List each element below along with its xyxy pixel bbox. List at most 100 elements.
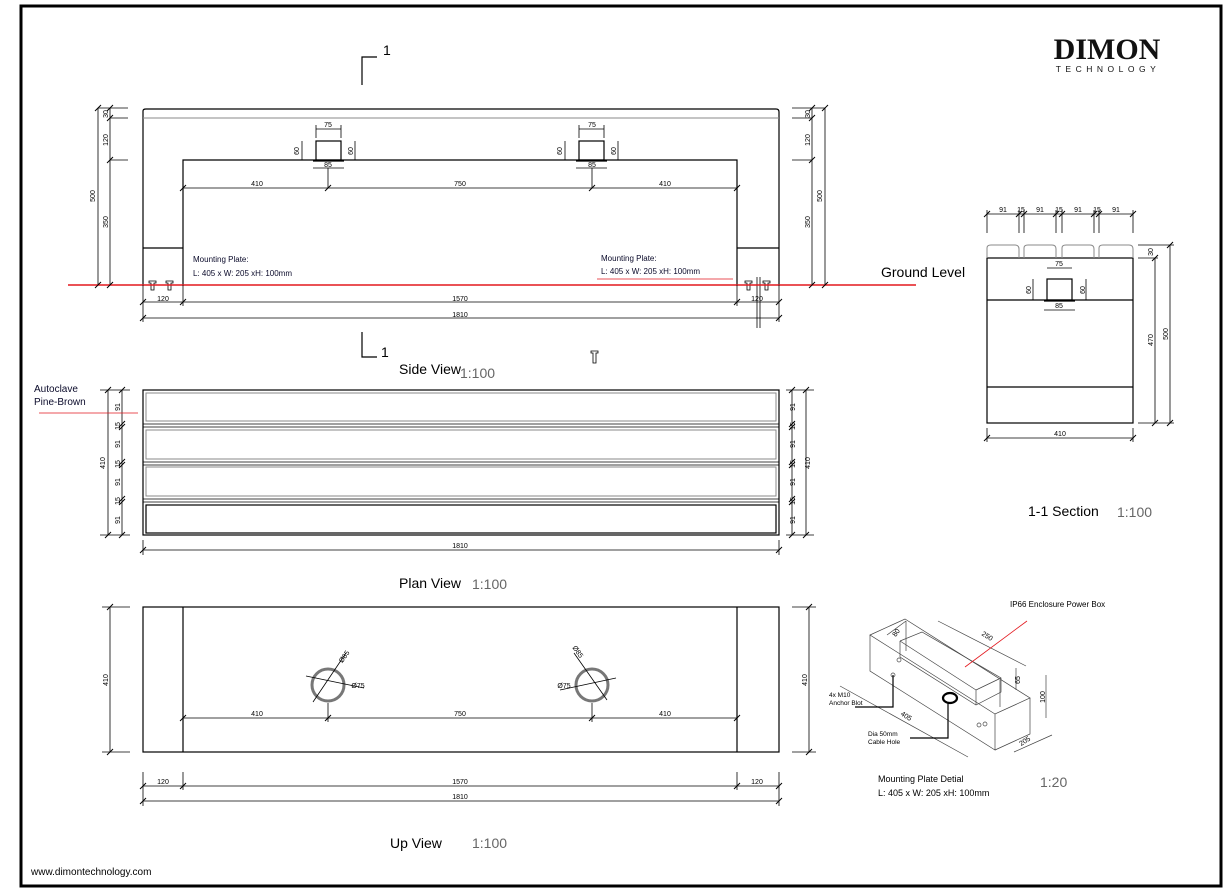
dim-inner: 1570 — [452, 779, 468, 786]
dim-leg-left: 120 — [157, 779, 169, 786]
dimension-tick — [1151, 254, 1159, 262]
dimension-tick — [324, 184, 332, 192]
dim-slat: 91 — [1036, 207, 1044, 214]
dimension-tick — [788, 495, 796, 503]
plan-view-title: Plan View — [399, 575, 462, 591]
dimension-tick — [588, 184, 596, 192]
cable-label-line2: Cable Hole — [868, 739, 901, 746]
dimension-tick — [802, 531, 810, 539]
side-view-title: Side View — [399, 361, 462, 377]
dim-span-mid: 750 — [454, 711, 466, 718]
dim-gap: 15 — [115, 460, 122, 468]
dim-width: 410 — [103, 674, 110, 686]
dim-lower: 350 — [103, 216, 110, 228]
dimension-tick — [94, 104, 102, 112]
section-mark-bottom: 1 — [381, 344, 389, 360]
cable-hole-right — [578, 140, 605, 161]
dimension-tick — [788, 461, 796, 469]
dim-slat: 91 — [1112, 207, 1120, 214]
dim-slat: 91 — [790, 516, 797, 524]
dimension-tick — [1052, 210, 1060, 218]
dim-hole-base: 85 — [324, 162, 332, 169]
dimension-tick — [788, 386, 796, 394]
dim-hole-height: 60 — [1026, 286, 1033, 294]
material-label-line2: Pine-Brown — [34, 397, 86, 408]
dimension-tick — [775, 314, 783, 322]
enclosure-label: IP66 Enclosure Power Box — [1010, 600, 1105, 609]
mounting-plate-label-left: Mounting Plate: — [193, 255, 249, 264]
dimension-tick — [1095, 210, 1103, 218]
dim-slat: 91 — [999, 207, 1007, 214]
dim-inner: 1570 — [452, 296, 468, 303]
cable-hole-left — [310, 667, 346, 703]
dimension-tick — [139, 298, 147, 306]
dimension-tick — [139, 546, 147, 554]
dimension-tick — [775, 797, 783, 805]
bench-outline — [142, 108, 780, 285]
dim-body-height: 470 — [1148, 334, 1155, 346]
slat — [145, 392, 777, 422]
dimension-tick — [179, 184, 187, 192]
dimension-tick — [821, 281, 829, 289]
dimension-tick — [983, 210, 991, 218]
dimension-tick — [588, 714, 596, 722]
dim-total-height: 500 — [1163, 328, 1170, 340]
mounting-plate-dims-right: L: 405 x W: 205 xH: 100mm — [601, 267, 700, 276]
cable-hole-icon — [941, 691, 959, 705]
dimension-tick — [179, 782, 187, 790]
dim-width: 410 — [1054, 431, 1066, 438]
dimension-tick — [1058, 210, 1066, 218]
dim-span-mid: 750 — [454, 181, 466, 188]
dimension-tick — [104, 386, 112, 394]
dimension-tick — [179, 298, 187, 306]
up-view-title: Up View — [390, 835, 443, 851]
dimension-tick — [733, 184, 741, 192]
dimension-tick — [733, 298, 741, 306]
dim-leg-left: 120 — [157, 296, 169, 303]
dim-plate-width: 205 — [1018, 736, 1032, 748]
dim-hole-base: 85 — [1055, 303, 1063, 310]
dimension-ticks — [94, 104, 1174, 805]
section-view-title: 1-1 Section — [1028, 503, 1099, 519]
dim-upper: 120 — [805, 134, 812, 146]
dim-slat: 91 — [115, 478, 122, 486]
up-view: Ø85 Ø75 Ø85 Ø75 410 750 410 410 410 120 … — [102, 606, 816, 851]
dimension-tick — [1166, 419, 1174, 427]
dim-gap: 15 — [1093, 207, 1101, 214]
dim-outer-diameter: Ø85 — [338, 650, 351, 665]
website-link[interactable]: www.dimontechnology.com — [30, 867, 151, 878]
dimension-tick — [106, 603, 114, 611]
dim-slat: 91 — [115, 440, 122, 448]
dim-slat: 91 — [790, 478, 797, 486]
mounting-plate-dims-left: L: 405 x W: 205 xH: 100mm — [193, 269, 292, 278]
dimension-tick — [1151, 419, 1159, 427]
cable-hole-right — [574, 667, 610, 703]
dim-total-height: 500 — [817, 190, 824, 202]
cable-hole-left — [315, 140, 342, 161]
anchor-label-line1: 4x M10 — [829, 692, 851, 699]
dimension-tick — [106, 104, 114, 112]
dim-width: 410 — [805, 457, 812, 469]
plan-view-scale: 1:100 — [472, 576, 507, 592]
dim-inner-diameter: Ø75 — [557, 683, 570, 690]
detail-scale: 1:20 — [1040, 774, 1067, 790]
dimension-tick — [94, 281, 102, 289]
dim-slat: 91 — [115, 403, 122, 411]
dimension-tick — [139, 314, 147, 322]
section-mark-top: 1 — [383, 42, 391, 58]
dimension-tick — [106, 748, 114, 756]
dim-gap: 15 — [1055, 207, 1063, 214]
dim-hole-height: 60 — [294, 147, 301, 155]
dimension-tick — [788, 458, 796, 466]
dim-gap: 15 — [1017, 207, 1025, 214]
dimension-tick — [821, 104, 829, 112]
dimension-tick — [808, 114, 816, 122]
side-view-scale: 1:100 — [460, 365, 495, 381]
dimension-tick — [139, 797, 147, 805]
dimension-tick — [808, 281, 816, 289]
cable-hole — [1046, 278, 1073, 301]
dim-hole-height: 60 — [611, 147, 618, 155]
dim-leg-right: 120 — [751, 779, 763, 786]
dim-top-cap: 30 — [1148, 248, 1155, 256]
